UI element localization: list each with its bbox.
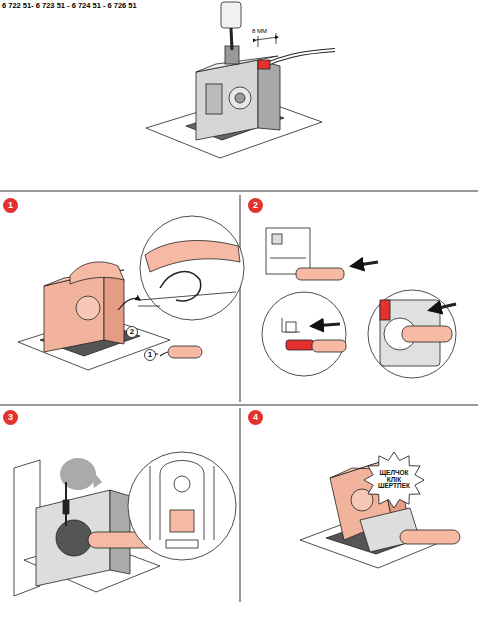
badge-circle [248,410,263,425]
badge-circle [3,410,18,425]
number-text: 1 [148,351,152,359]
ring-circle [145,350,156,361]
click-burst: ЩЕЛЧОК КЛІК ШЕРТПЕК [364,452,424,508]
badge-circle [248,198,263,213]
callout-number: 1 [144,349,156,361]
panel-frame [0,191,478,602]
badge-circle [3,198,18,213]
number-text: 2 [130,328,134,336]
number-text: 4 [253,413,258,422]
step-number: 3 [3,410,18,425]
callout-number: 2 [126,326,138,338]
step-number: 1 [3,198,18,213]
model-numbers: 6 722 51- 6 723 51 - 6 724 51 - 6 726 51 [2,1,137,10]
dimension-label: 8 MM [252,28,267,34]
number-text: 3 [8,413,13,422]
step-number: 2 [248,198,263,213]
panel-2-illustration [262,228,456,378]
panel-3-illustration [14,452,236,596]
number-text: 1 [8,201,13,210]
burst-outline [364,452,424,508]
ring-circle [127,327,138,338]
step-number: 4 [248,410,263,425]
top-mechanism [146,2,335,158]
panel-1-illustration [18,216,244,370]
sound-text: ЩЕЛЧОК КЛІК ШЕРТПЕК [377,470,411,490]
number-text: 2 [253,201,258,210]
